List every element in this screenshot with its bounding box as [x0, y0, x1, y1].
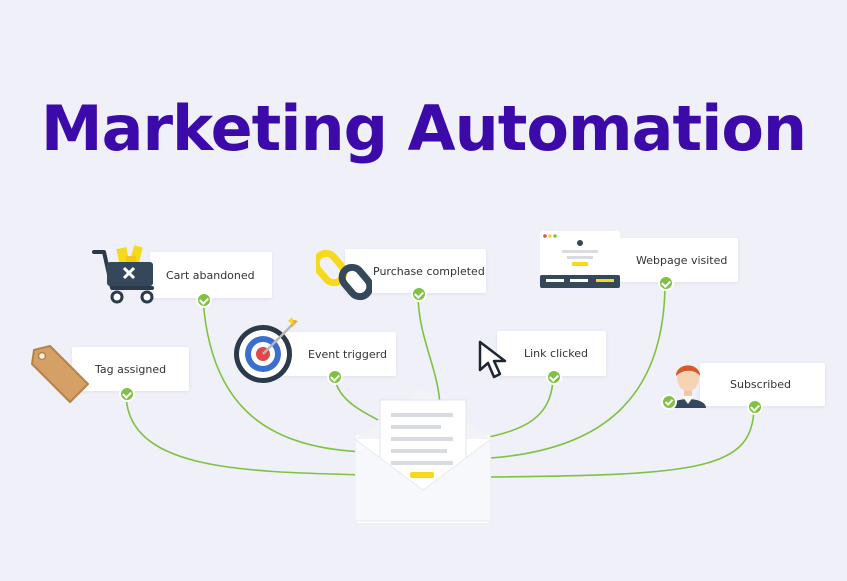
trigger-label-tag: Tag assigned [95, 362, 167, 376]
chain-link-icon [312, 246, 374, 302]
trigger-label-cart: Cart abandoned [166, 268, 255, 282]
trigger-label-event: Event triggerd [308, 347, 387, 361]
shopping-cart-icon [92, 244, 162, 306]
check-icon [658, 275, 674, 291]
trigger-card-subscribed: Subscribed [700, 363, 825, 406]
webpage-icon [540, 231, 620, 289]
trigger-label-subscribed: Subscribed [730, 378, 792, 391]
trigger-card-webpage: Webpage visited [612, 238, 738, 282]
check-icon [196, 292, 212, 308]
trigger-card-cart: Cart abandoned [150, 252, 272, 298]
target-icon [232, 315, 302, 385]
trigger-card-event: Event triggerd [282, 332, 396, 376]
check-icon [327, 369, 343, 385]
trigger-label-purchase: Purchase completed [373, 264, 485, 278]
check-icon [546, 369, 562, 385]
tag-icon [28, 340, 92, 408]
envelope-icon [354, 380, 492, 525]
check-icon [119, 386, 135, 402]
trigger-label-webpage: Webpage visited [636, 253, 728, 267]
cursor-icon [476, 340, 516, 382]
check-icon [747, 399, 763, 415]
trigger-label-link: Link clicked [524, 347, 588, 360]
check-icon [411, 286, 427, 302]
page-title: Marketing Automation [40, 92, 807, 165]
trigger-card-tag: Tag assigned [72, 347, 189, 391]
user-avatar-icon [660, 356, 716, 412]
